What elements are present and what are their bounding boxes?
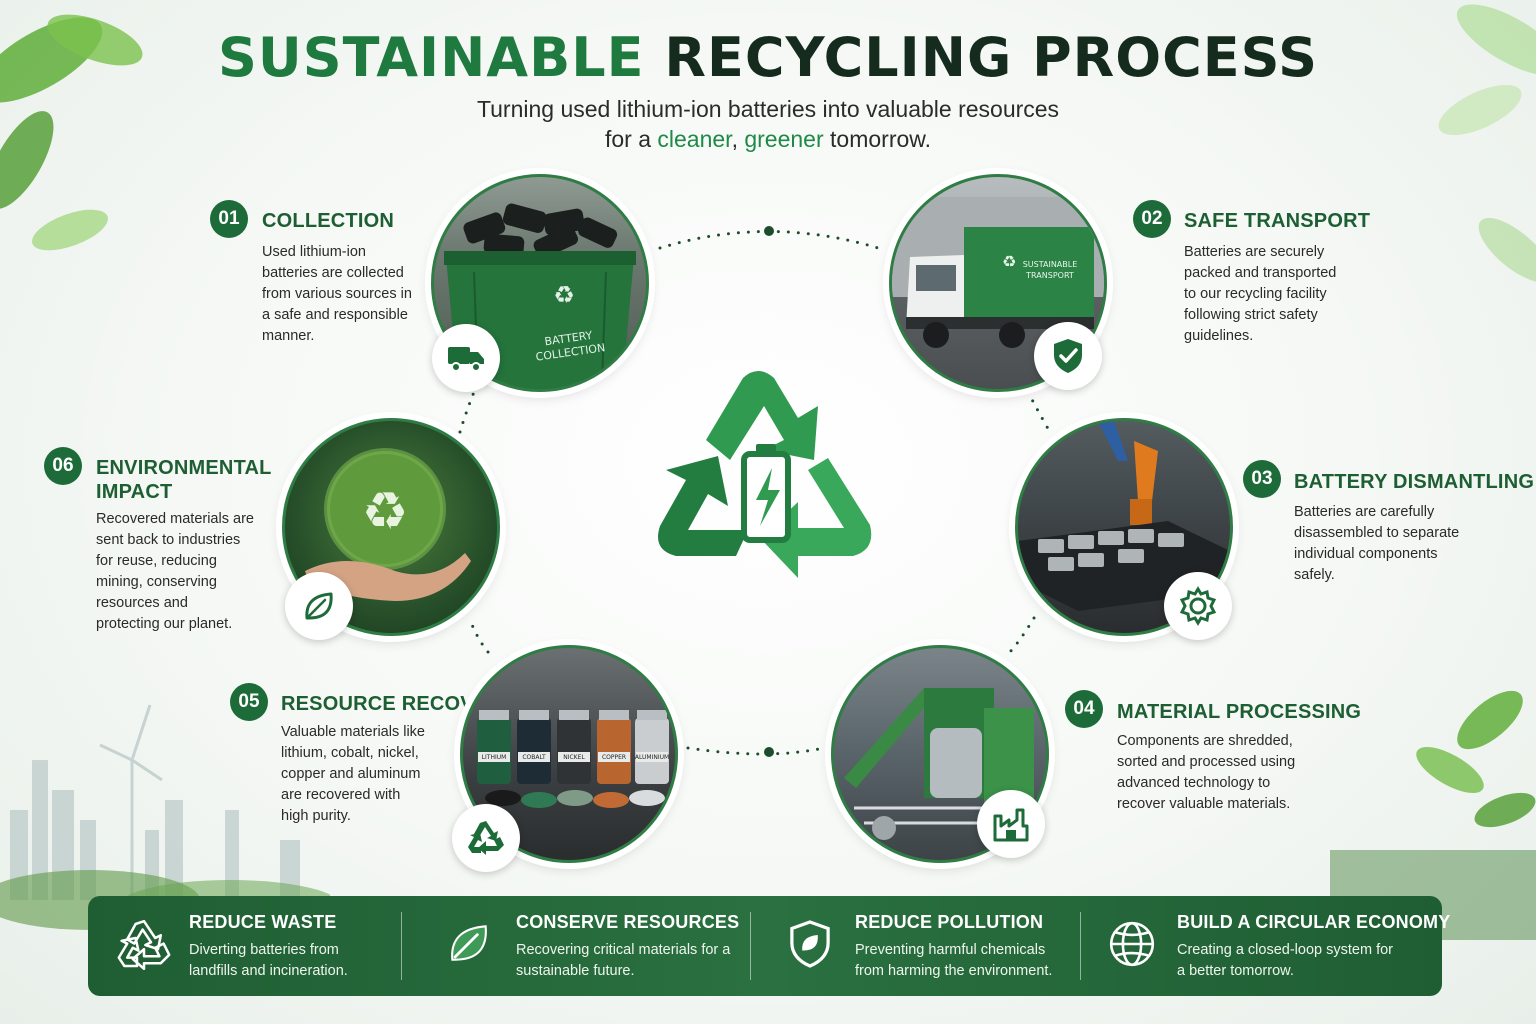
svg-text:♻: ♻ (362, 482, 409, 542)
title-rest: RECYCLING PROCESS (644, 26, 1319, 89)
jar-label-cobalt: COBALT (522, 754, 546, 761)
step-04-title: MATERIAL PROCESSING (1117, 701, 1362, 723)
subtitle-mid: , (731, 126, 745, 152)
jar-label-copper: COPPER (602, 754, 626, 761)
step-02-title: SAFE TRANSPORT (1184, 210, 1371, 232)
step-04-description: Components are shredded, sorted and proc… (1117, 733, 1296, 812)
benefit-title: CONSERVE RESOURCES (516, 912, 740, 932)
leaves-top-left-decoration (0, 14, 143, 251)
step-02-badge (1034, 322, 1102, 390)
bin-label: BATTERYCOLLECTION (533, 327, 606, 363)
recycle-icon (117, 919, 171, 971)
step-06-title: ENVIRONMENTAL IMPACT (96, 457, 272, 503)
leaves-top-right-decoration (1438, 4, 1536, 283)
title-highlight: SUSTAINABLE (217, 26, 645, 89)
benefit-conserve-resources: CONSERVE RESOURCES Recovering critical m… (408, 896, 748, 996)
step-01-title: COLLECTION (262, 210, 394, 232)
gear-icon (1179, 586, 1217, 626)
benefit-title: BUILD A CIRCULAR ECONOMY (1177, 912, 1451, 932)
step-04-number: 04 (1065, 690, 1103, 728)
step-02-description: Batteries are securely packed and transp… (1184, 244, 1337, 344)
jar-label-lithium: LITHIUM (482, 754, 507, 761)
benefit-title: REDUCE WASTE (189, 912, 337, 932)
page-subtitle: Turning used lithium-ion batteries into … (0, 94, 1536, 154)
step-06-description: Recovered materials are sent back to ind… (96, 511, 254, 632)
recycle-battery-icon (658, 371, 872, 578)
step-02-number: 02 (1133, 200, 1171, 238)
svg-text:♻: ♻ (1002, 252, 1016, 271)
benefit-divider (1080, 912, 1081, 980)
benefits-bar: REDUCE WASTE Diverting batteries from la… (88, 896, 1450, 996)
collection-photo: ♻ BATTERYCOLLECTION (431, 174, 649, 392)
step-01-description: Used lithium-ion batteries are collected… (262, 244, 412, 344)
step-01-badge (432, 324, 500, 392)
step-06-number: 06 (44, 447, 82, 485)
leaf-icon (305, 592, 333, 620)
step-05-description: Valuable materials like lithium, cobalt,… (281, 724, 425, 824)
step-01-number: 01 (210, 200, 248, 238)
svg-text:♻: ♻ (553, 281, 575, 309)
step-05-badge (452, 804, 520, 872)
step-05-title: RESOURCE RECOVERY (281, 693, 515, 715)
benefit-description: Creating a closed-loop system for a bett… (1177, 942, 1393, 979)
jar-label-aluminium: ALUMINIUM (635, 754, 669, 761)
jar-label-nickel: NICKEL (563, 754, 585, 761)
truck-icon (448, 347, 484, 372)
step-04-badge (977, 790, 1045, 858)
shield-leaf-icon (790, 920, 830, 968)
step-05-number: 05 (230, 683, 268, 721)
subtitle-line1: Turning used lithium-ion batteries into … (476, 96, 1060, 122)
benefit-description: Diverting batteries from landfills and i… (189, 942, 348, 979)
step-03-title: BATTERY DISMANTLING (1294, 471, 1535, 493)
processing-photo (831, 645, 1049, 863)
benefit-divider (401, 912, 402, 980)
step-03-badge (1164, 572, 1232, 640)
globe-icon (1109, 921, 1155, 967)
subtitle-post: tomorrow. (823, 126, 932, 152)
benefit-divider (750, 912, 751, 980)
benefit-title: REDUCE POLLUTION (855, 912, 1044, 932)
factory-icon (993, 808, 1029, 842)
step-03-number: 03 (1243, 460, 1281, 498)
benefit-reduce-waste: REDUCE WASTE Diverting batteries from la… (88, 896, 398, 996)
step-03-description: Batteries are carefully disassembled to … (1294, 504, 1460, 583)
benefit-circular-economy: BUILD A CIRCULAR ECONOMY Creating a clos… (1088, 896, 1450, 996)
page-title: SUSTAINABLE RECYCLING PROCESS (0, 26, 1536, 89)
leaf-icon (451, 925, 487, 961)
benefit-description: Preventing harmful chemicals from harmin… (855, 942, 1053, 979)
step-06-badge (285, 572, 353, 640)
benefit-description: Recovering critical materials for a sust… (516, 942, 731, 979)
subtitle-greener: greener (744, 126, 824, 152)
recycle-icon (468, 821, 504, 855)
benefit-reduce-pollution: REDUCE POLLUTION Preventing harmful chem… (758, 896, 1078, 996)
subtitle-pre: for a (604, 126, 658, 152)
shield-check-icon (1054, 339, 1082, 373)
subtitle-cleaner: cleaner (657, 126, 732, 152)
